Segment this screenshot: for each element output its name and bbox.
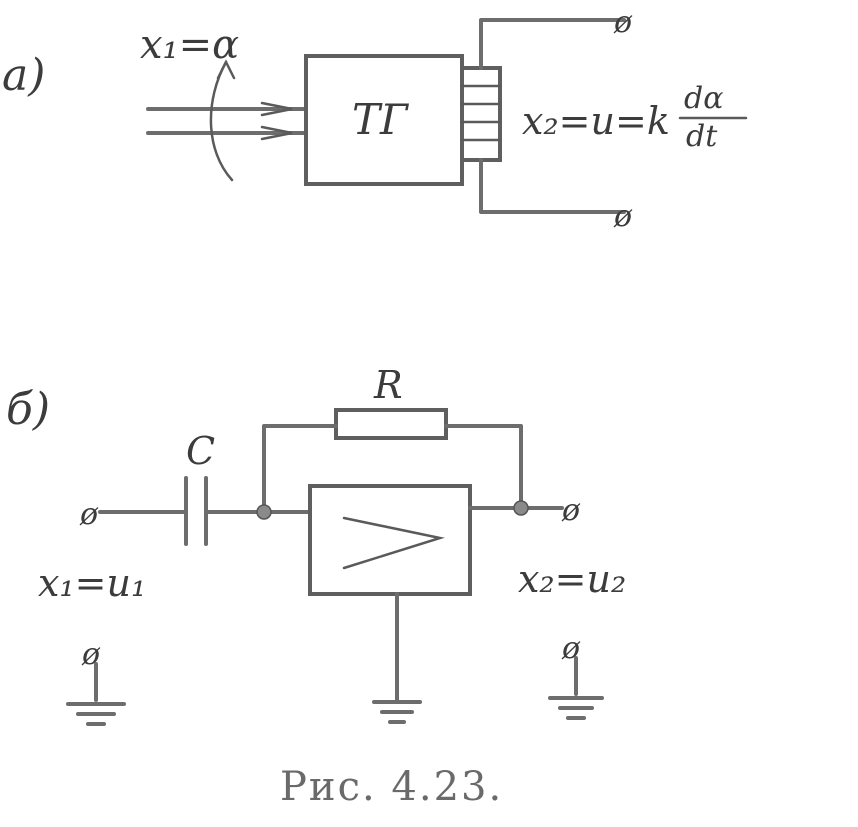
capacitor-label: C	[186, 429, 215, 473]
terminal-b-output-icon: ø	[561, 493, 581, 528]
figure-caption: Рис. 4.23.	[280, 764, 503, 810]
terminal-a-bottom-icon: ø	[613, 199, 633, 234]
junction-node-input	[256, 504, 272, 520]
amplifier-block	[308, 484, 472, 596]
output-lead-bottom	[479, 158, 626, 214]
terminal-b-input-icon: ø	[79, 497, 99, 532]
tachogenerator-label: ТГ	[352, 95, 410, 144]
terminal-a-top-icon: ø	[613, 5, 633, 40]
shaft-arrowhead-bottom-icon	[260, 125, 293, 141]
derivative-numerator: dα	[684, 81, 723, 116]
derivative-denominator: dt	[686, 119, 718, 154]
amplifier-symbol-icon	[342, 516, 445, 570]
output-lead-top	[479, 18, 626, 70]
panel-a-marker: а)	[2, 50, 45, 101]
feedback-wire-right	[444, 424, 523, 510]
panel-a-output-label: x₂=u=k	[522, 99, 670, 143]
resistor-r	[334, 408, 448, 440]
panel-b-input-label: x₁=u₁	[38, 561, 146, 605]
shaft-arrowhead-top-icon	[260, 101, 293, 117]
resistor-label: R	[373, 363, 403, 407]
rotation-arrowhead-icon	[216, 59, 236, 80]
panel-b-marker: б)	[6, 384, 50, 435]
commutator	[460, 66, 502, 162]
feedback-wire-left	[262, 424, 338, 512]
junction-node-output	[513, 500, 529, 516]
panel-a-input-label: x₁=α	[140, 22, 239, 68]
rotation-arrow-icon	[209, 60, 234, 182]
panel-b-output-label: x₂=u₂	[518, 557, 626, 601]
